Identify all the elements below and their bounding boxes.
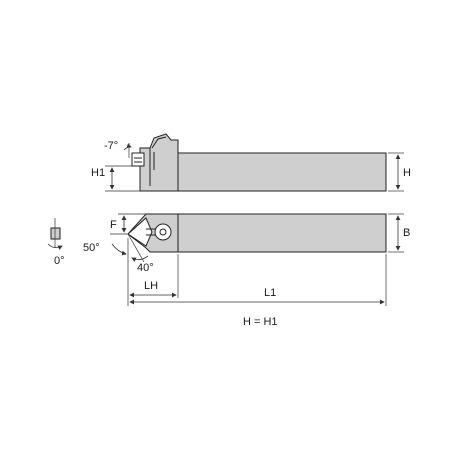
f-dimension-label: F bbox=[110, 219, 117, 231]
clamp-screw-inner bbox=[159, 228, 167, 236]
top-view-insert bbox=[127, 217, 153, 247]
angle-50-label: 50° bbox=[83, 242, 100, 254]
h-dimension-label: H bbox=[403, 167, 411, 179]
side-view-clamp bbox=[134, 157, 142, 163]
angle-0-label: 0° bbox=[54, 255, 65, 267]
angle-minus7-label: -7° bbox=[104, 140, 118, 152]
side-view-shank bbox=[139, 133, 387, 192]
zero-angle-insert-icon bbox=[50, 227, 61, 240]
side-view-head-detail bbox=[149, 136, 179, 191]
l1-dimension-label: L1 bbox=[264, 287, 276, 299]
h-equals-h1-note: H = H1 bbox=[243, 316, 278, 328]
side-view: -7° H1 H bbox=[91, 133, 411, 192]
top-view: F 50° 40° 0° B LH L1 H = H1 bbox=[47, 213, 410, 328]
clamp-screw-outer bbox=[154, 223, 172, 241]
b-dimension-label: B bbox=[403, 227, 410, 239]
h1-dimension-label: H1 bbox=[91, 167, 105, 179]
side-view-insert bbox=[131, 152, 145, 167]
lh-dimension-label: LH bbox=[144, 280, 158, 292]
angle-40-label: 40° bbox=[137, 262, 154, 274]
